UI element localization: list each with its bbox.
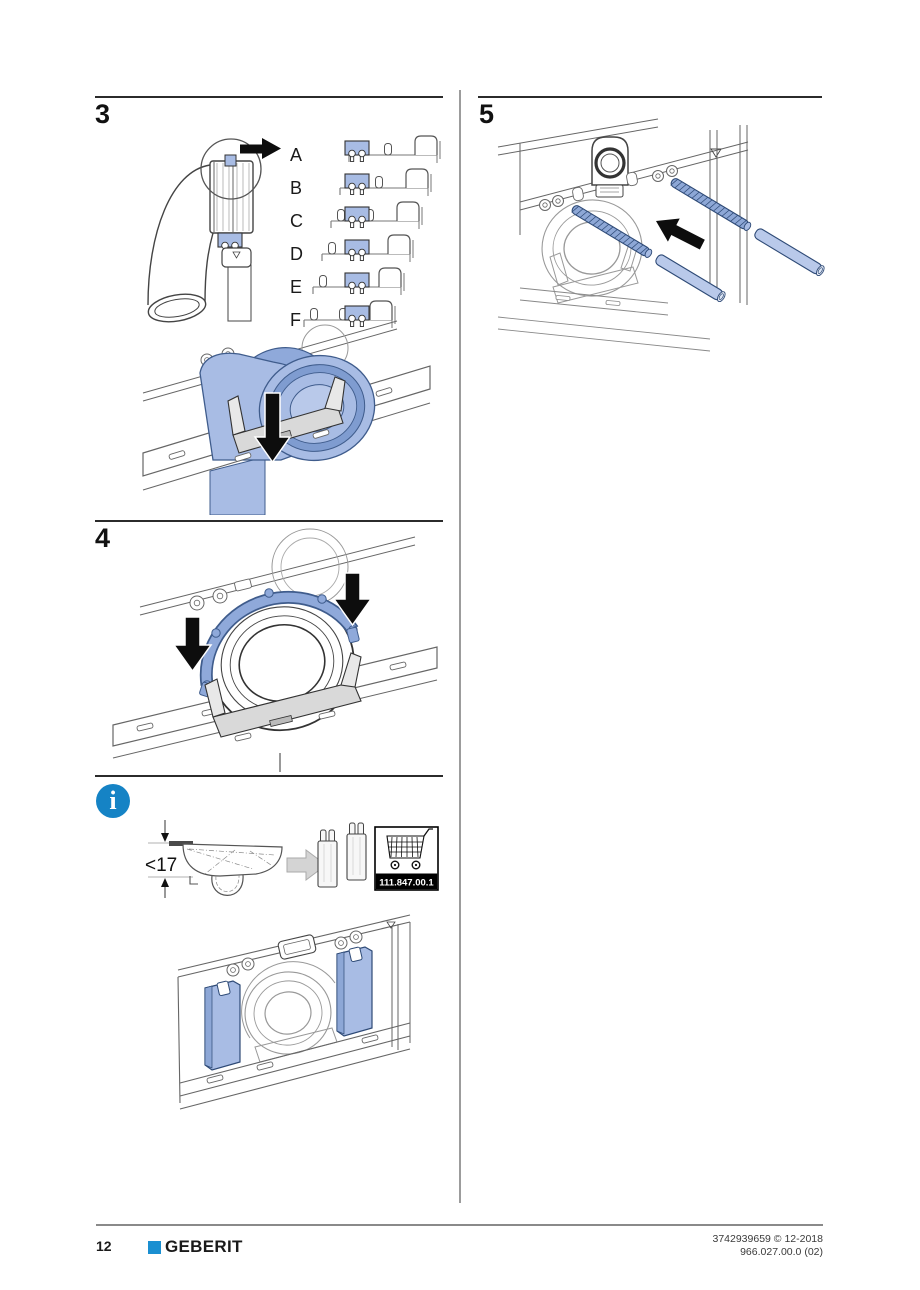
brand-logo: GEBERIT xyxy=(148,1237,243,1257)
option-letter: A xyxy=(290,145,302,165)
step5-number: 5 xyxy=(479,99,495,129)
figure-info: <17 111.847.00.1 xyxy=(145,820,439,1110)
option-row: A xyxy=(290,135,441,165)
rule-info xyxy=(95,775,443,777)
cart-icon xyxy=(386,828,433,870)
option-letter: D xyxy=(290,244,303,264)
option-letter: C xyxy=(290,211,303,231)
down-arrow-icon xyxy=(253,392,292,464)
collar-cradle xyxy=(204,652,362,742)
column-divider xyxy=(459,90,461,1203)
brand-name: GEBERIT xyxy=(165,1237,243,1256)
down-arrow-icon xyxy=(172,616,213,673)
extension-bracket xyxy=(317,829,338,888)
drain-socket xyxy=(591,136,629,198)
spacer-bracket-left xyxy=(204,980,241,1071)
option-letter: E xyxy=(290,277,302,297)
drain-bracket xyxy=(277,934,317,960)
magnifier-circle xyxy=(200,138,262,200)
option-row: D xyxy=(290,234,414,264)
step3-pipe-bend-drawing xyxy=(147,138,281,323)
option-row: E xyxy=(290,267,405,297)
part-number-label: 111.847.00.1 xyxy=(379,878,434,889)
option-letter: B xyxy=(290,178,302,198)
step5-rods-drawing xyxy=(497,118,827,352)
clamp-position-tab xyxy=(224,154,237,167)
figure-step5 xyxy=(497,118,827,352)
brand-square-icon xyxy=(148,1241,161,1254)
step3-clamp-position-options: A B C D E xyxy=(290,135,441,330)
right-arrow-icon xyxy=(240,138,281,159)
doc-ref-line2: 966.027.00.0 (02) xyxy=(740,1246,823,1258)
left-up-arrow-icon xyxy=(656,218,705,250)
step4-collar-drawing xyxy=(112,528,438,772)
rule-step3 xyxy=(95,96,443,98)
down-arrow-icon xyxy=(332,572,373,627)
rule-step5 xyxy=(478,96,822,98)
info-toilet-drawing: <17 xyxy=(145,820,283,898)
doc-ref-line1: 3742939659 © 12-2018 xyxy=(712,1233,823,1245)
option-row: B xyxy=(290,168,432,198)
figure-step3: A B C D E xyxy=(142,135,441,515)
footer-rule xyxy=(96,1224,823,1226)
order-item-box: 111.847.00.1 xyxy=(374,826,439,891)
protection-sleeve xyxy=(653,252,728,304)
spacer-bracket-right xyxy=(336,946,373,1037)
protection-sleeve xyxy=(752,226,827,278)
info-icon: i xyxy=(96,784,130,818)
figure-step4 xyxy=(112,528,438,772)
document-references: 3742939659 © 12-2018 966.027.00.0 (02) xyxy=(712,1233,823,1259)
option-row: C xyxy=(290,201,423,231)
step3-mounting-drawing xyxy=(142,320,431,515)
rule-step4 xyxy=(95,520,443,522)
gap-measurement: <17 xyxy=(145,855,177,876)
info-frame-drawing xyxy=(177,914,411,1110)
gray-arrow-icon xyxy=(286,849,327,881)
option-row: F xyxy=(290,300,396,330)
step3-number: 3 xyxy=(95,99,111,129)
page-number: 12 xyxy=(96,1238,112,1254)
option-letter: F xyxy=(290,310,301,330)
extension-bracket xyxy=(346,822,367,881)
step4-number: 4 xyxy=(95,523,111,553)
